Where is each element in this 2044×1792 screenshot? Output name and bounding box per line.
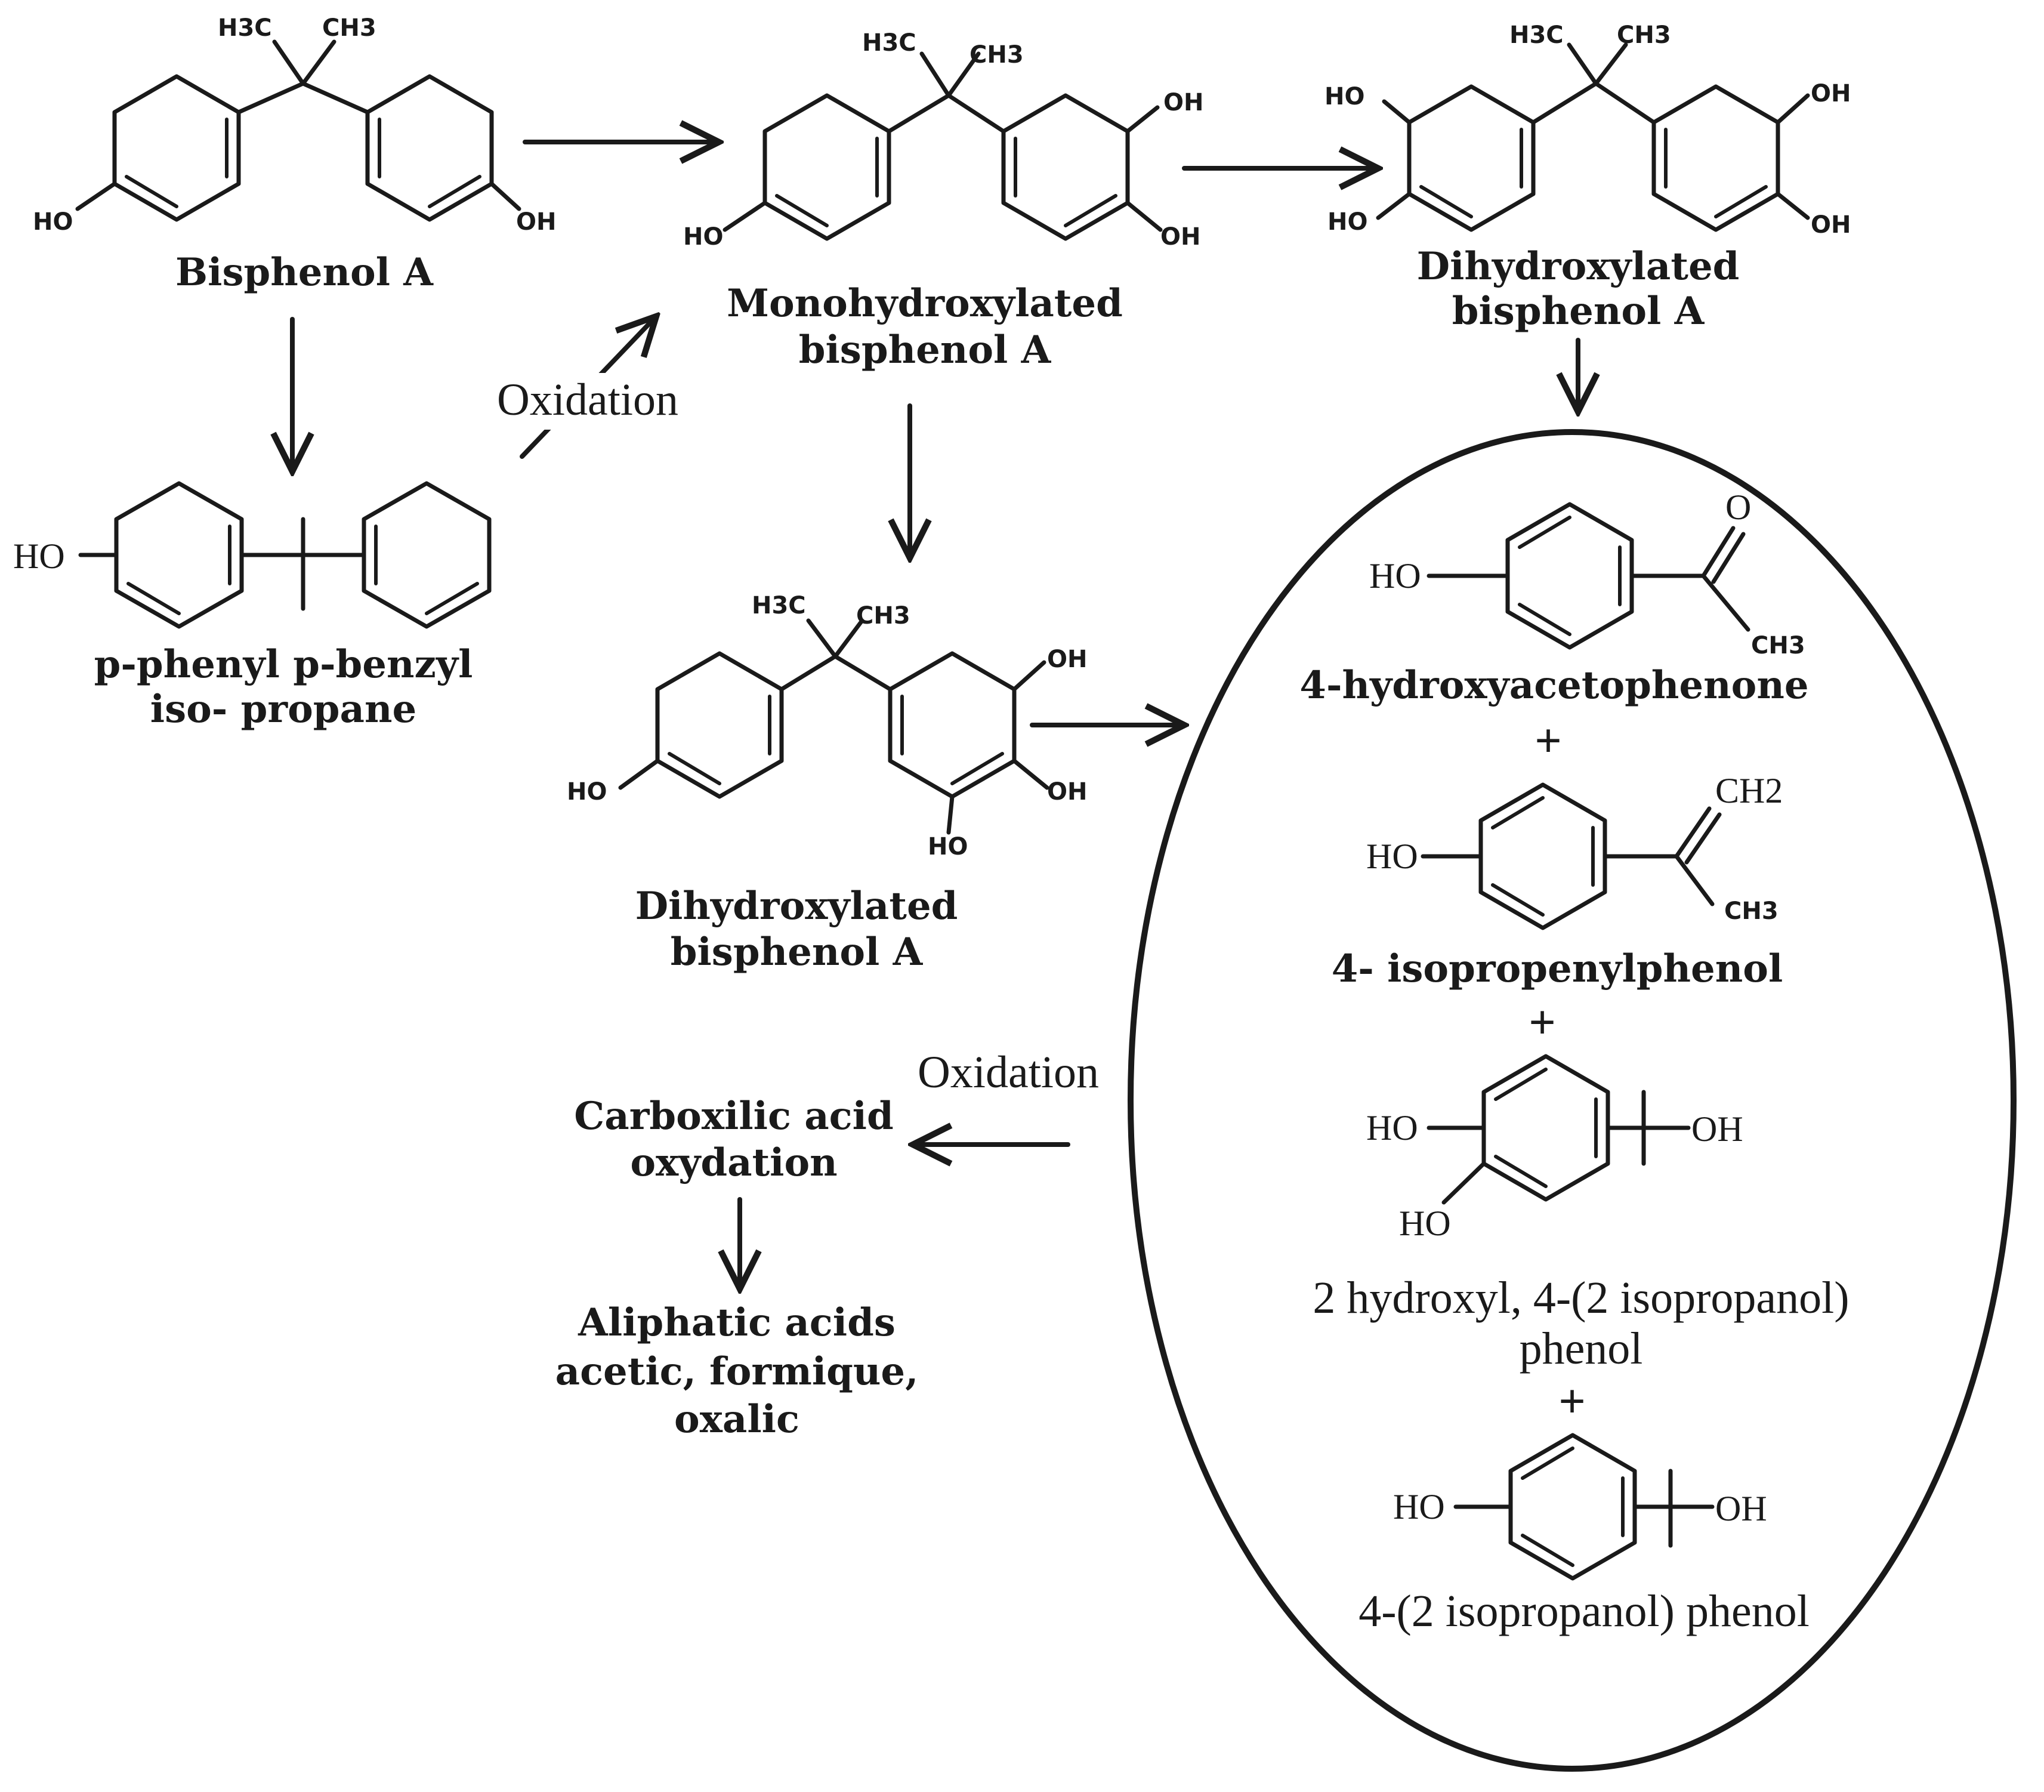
ho-label: HO <box>928 833 968 860</box>
mono-structure: H3C CH3 OH OH HO <box>683 29 1203 251</box>
ho-label: HO <box>1366 1108 1418 1148</box>
oxidation-label-1: Oxidation <box>497 375 678 425</box>
h3c-label: H3C <box>1509 21 1564 49</box>
product-2-label: 4- isopropenylphenol <box>1332 946 1783 991</box>
oh-label: OH <box>1715 1489 1767 1528</box>
h3c-label: H3C <box>752 592 806 619</box>
di-top-structure: H3C CH3 HO HO OH OH <box>1324 21 1851 239</box>
ch3-label: CH3 <box>322 14 376 42</box>
ch2-label: CH2 <box>1715 771 1783 810</box>
ho-label: HO <box>33 208 73 236</box>
aliphatic-label-line1: Aliphatic acids <box>578 1300 896 1345</box>
oh-label: OH <box>516 208 556 236</box>
product-4-structure: HO OH <box>1393 1433 1767 1581</box>
oh-label: OH <box>1160 223 1200 251</box>
ch3-label: CH3 <box>969 41 1024 69</box>
ch3-label: CH3 <box>1617 21 1671 49</box>
products-ellipse <box>1128 429 2017 1772</box>
aliphatic-label-line2: acetic, formique, <box>555 1349 919 1394</box>
ch3-label: CH3 <box>1724 897 1779 925</box>
plus-sign-2: + <box>1529 997 1556 1049</box>
ppb-label-line2: iso- propane <box>150 687 417 732</box>
product-1-structure: HO O CH3 <box>1369 488 1805 659</box>
di-mid-label-line1: Dihydroxylated <box>635 884 958 929</box>
plus-sign-3: + <box>1558 1375 1586 1428</box>
ho-label: HO <box>1399 1204 1451 1243</box>
bisphenol-a-structure: H3C CH3 HO OH <box>33 14 556 236</box>
ho-label: HO <box>683 223 723 251</box>
product-3-label-line1: 2 hydroxyl, 4-(2 isopropanol) <box>1313 1273 1849 1323</box>
oh-label: OH <box>1047 778 1087 806</box>
product-2-structure: HO CH2 CH3 <box>1366 771 1783 930</box>
ho-label: HO <box>567 778 607 806</box>
ppb-structure: HO <box>13 481 492 629</box>
mono-label-line1: Monohydroxylated <box>727 281 1123 326</box>
aliphatic-label-line3: oxalic <box>674 1397 799 1442</box>
ho-label: HO <box>1366 837 1418 876</box>
bisphenol-a-label: Bisphenol A <box>175 250 434 295</box>
oh-label: OH <box>1163 89 1203 116</box>
product-3-structure: HO HO OH <box>1366 1054 1743 1243</box>
oh-label: OH <box>1811 211 1851 239</box>
oh-label: OH <box>1811 80 1851 107</box>
oxidation-label-2: Oxidation <box>918 1047 1099 1097</box>
oh-label: OH <box>1047 646 1087 673</box>
product-3-label-line2: phenol <box>1520 1324 1643 1374</box>
oh-label: OH <box>1691 1109 1743 1149</box>
ho-label: HO <box>1369 556 1421 596</box>
di-mid-structure: H3C CH3 OH OH HO HO <box>567 592 1087 860</box>
mono-label-line2: bisphenol A <box>799 328 1052 372</box>
carboxylic-label-line1: Carboxilic acid <box>574 1094 893 1139</box>
ho-label: HO <box>13 536 65 576</box>
h3c-label: H3C <box>218 14 272 42</box>
di-mid-label-line2: bisphenol A <box>671 930 924 974</box>
plus-sign-1: + <box>1534 715 1562 767</box>
carboxylic-label-line2: oxydation <box>630 1140 837 1185</box>
ch3-label: CH3 <box>856 602 910 630</box>
di-top-label-line2: bisphenol A <box>1452 289 1705 334</box>
h3c-label: H3C <box>862 29 916 57</box>
product-1-label: 4-hydroxyacetophenone <box>1299 663 1808 708</box>
ho-label: HO <box>1393 1487 1445 1526</box>
o-label: O <box>1725 488 1751 527</box>
di-top-label-line1: Dihydroxylated <box>1417 244 1740 289</box>
ho-label: HO <box>1324 83 1364 110</box>
ppb-label-line1: p-phenyl p-benzyl <box>94 642 473 687</box>
product-4-label: 4-(2 isopropanol) phenol <box>1358 1586 1810 1636</box>
ho-label: HO <box>1327 208 1367 236</box>
ch3-label: CH3 <box>1751 632 1805 659</box>
